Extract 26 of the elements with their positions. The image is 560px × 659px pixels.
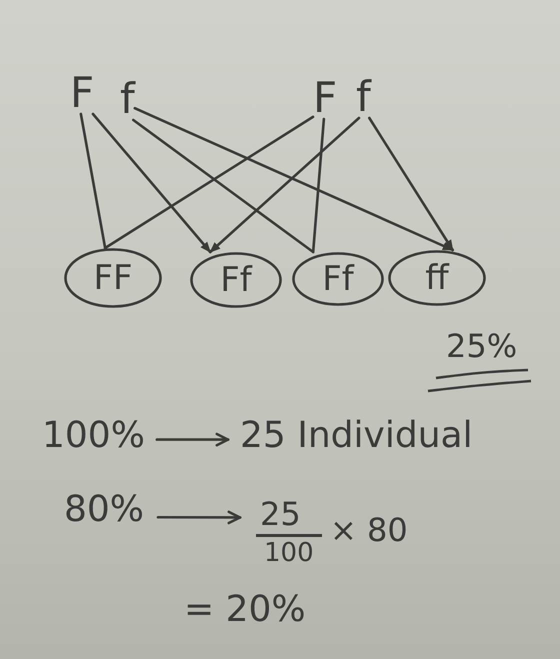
quantity-text: 25 Individual bbox=[240, 418, 473, 454]
numerator-text: 25 bbox=[260, 498, 301, 530]
genotype-label: Ff bbox=[220, 263, 252, 297]
allele-letter: f bbox=[120, 78, 135, 120]
percentage-text: 25% bbox=[446, 330, 518, 362]
denominator-text: 100 bbox=[264, 540, 314, 566]
connector-line bbox=[132, 118, 314, 254]
arrow bbox=[134, 106, 454, 252]
arrow bbox=[368, 116, 454, 252]
percentage-text: 80% bbox=[64, 492, 144, 528]
arrow bbox=[156, 510, 242, 524]
allele-letter: F bbox=[70, 72, 94, 114]
arrow bbox=[92, 112, 212, 254]
arrow bbox=[156, 432, 230, 446]
multiplier-text: × 80 bbox=[330, 514, 408, 546]
connector-line bbox=[80, 112, 106, 250]
percentage-text: 100% bbox=[42, 418, 145, 454]
allele-letter: f bbox=[356, 76, 371, 118]
result-text: = 20% bbox=[184, 592, 306, 628]
genotype-label: ff bbox=[425, 261, 449, 295]
allele-letter: F bbox=[313, 77, 338, 119]
arrow bbox=[208, 116, 360, 254]
connector-line bbox=[312, 118, 326, 254]
connector-line bbox=[104, 116, 314, 250]
genotype-label: Ff bbox=[322, 262, 354, 296]
genotype-label: FF bbox=[93, 261, 133, 295]
